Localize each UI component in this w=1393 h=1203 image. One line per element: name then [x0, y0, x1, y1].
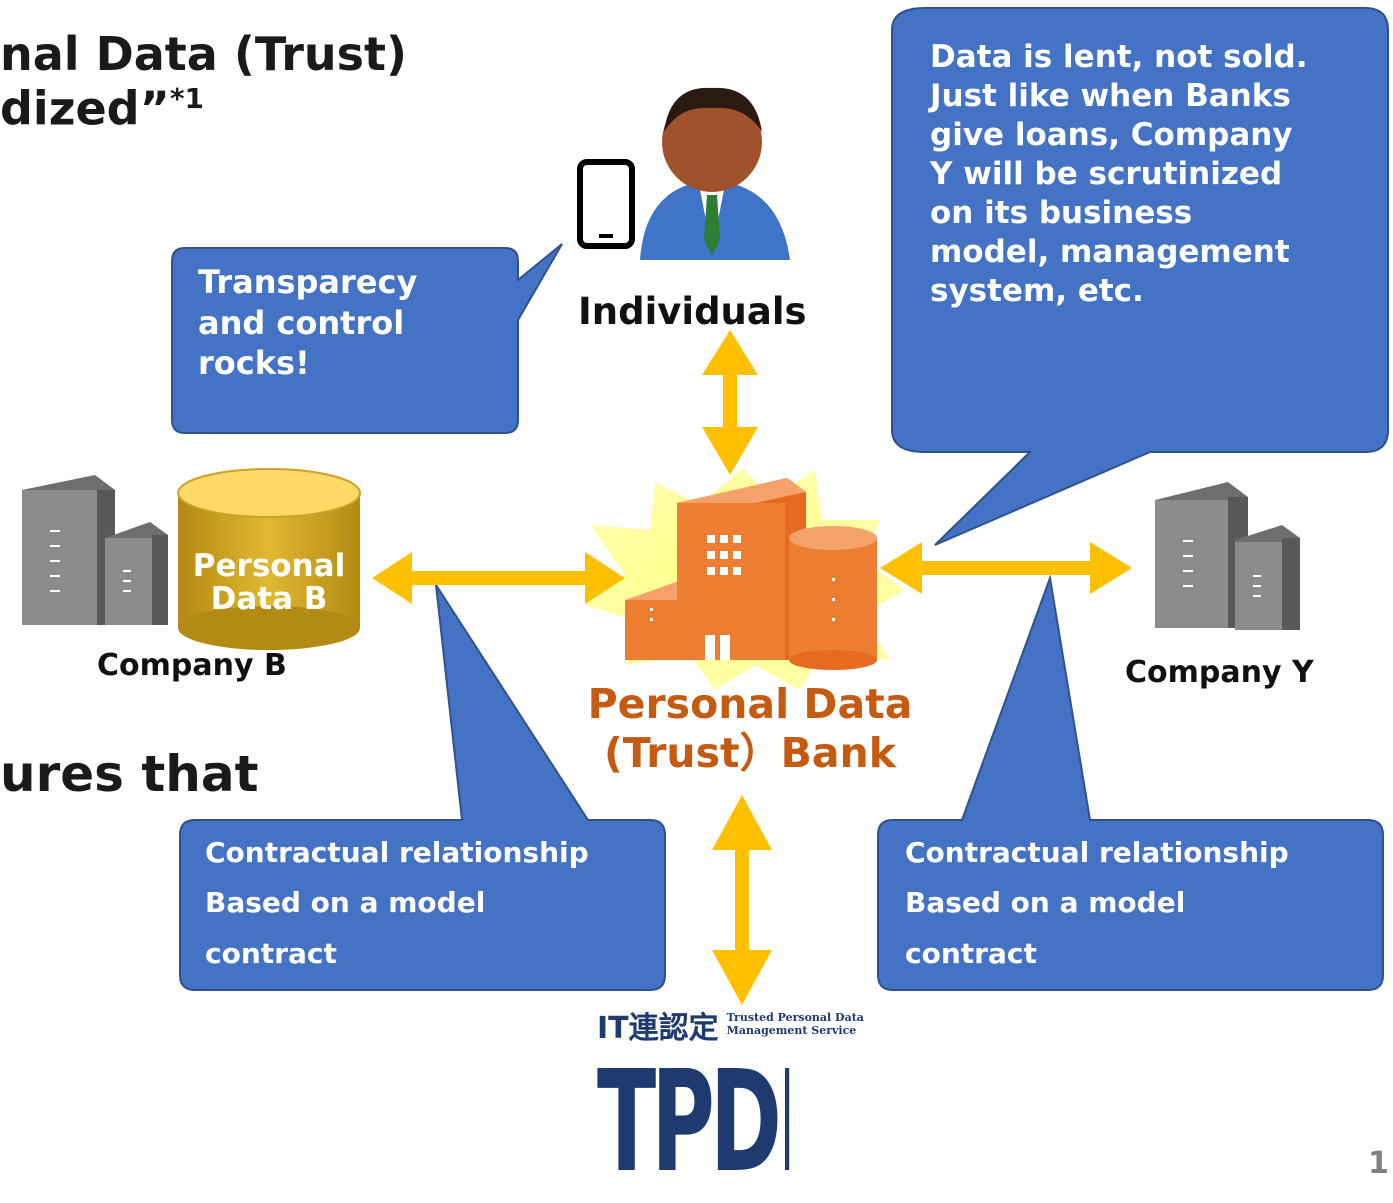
callout-line: contract — [905, 936, 1037, 970]
callout-line: Y will be scrutinized — [930, 156, 1283, 193]
personal-data-b-label: Personal Data B — [178, 550, 360, 615]
partial-heading: ures that — [0, 745, 259, 803]
arrow-bank-seal — [712, 795, 772, 1005]
callout-line: Contractual relationship — [205, 836, 589, 869]
seal-en-line2: Management Service — [726, 1024, 857, 1037]
seal-en-text: Trusted Personal Data Management Service — [727, 1012, 864, 1037]
db-label-line2: Data B — [210, 580, 328, 617]
smartphone-icon — [577, 159, 635, 249]
arrow-bank-company-y — [880, 542, 1132, 594]
transparency-callout-text: Transparecy and control rocks! — [198, 262, 417, 384]
callout-line: model, management — [930, 234, 1290, 271]
tpdms-seal: IT連認定 Trusted Personal Data Management S… — [597, 1003, 907, 1203]
company-b-label: Company B — [97, 648, 287, 683]
transparency-callout — [171, 243, 563, 434]
callout-line: give loans, Company — [930, 117, 1293, 154]
callout-line: Based on a model — [205, 886, 486, 920]
individuals-label: Individuals — [578, 290, 807, 333]
personal-data-b-database-icon — [177, 468, 361, 650]
callout-line: Based on a model — [905, 886, 1186, 920]
contract-left-callout-text: Contractual relationship Based on a mode… — [205, 835, 589, 972]
lent-callout-text: Data is lent, not sold. Just like when B… — [930, 38, 1307, 311]
arrow-company-b-bank — [372, 552, 625, 604]
seal-jp-text: IT連認定 — [597, 1011, 719, 1046]
callout-line: on its business — [930, 195, 1193, 232]
bank-label-line2: (Trust）Bank — [604, 729, 896, 778]
contract-right-callout — [877, 574, 1384, 991]
company-y-building-icon — [1155, 482, 1300, 630]
callout-line: Transparecy — [198, 263, 418, 301]
arrow-individuals-bank — [702, 330, 758, 475]
bank-label-line1: Personal Data — [587, 680, 913, 728]
company-y-label: Company Y — [1125, 655, 1314, 690]
callout-line: and control — [198, 303, 405, 342]
callout-line: Just like when Banks — [930, 78, 1291, 115]
page-number: 1 — [1368, 1146, 1389, 1181]
callout-line: Data is lent, not sold. — [930, 39, 1308, 75]
slide-title-line1: nal Data (Trust) — [0, 27, 408, 81]
callout-line: system, etc. — [930, 273, 1144, 310]
seal-en-line1: Trusted Personal Data — [726, 1011, 864, 1025]
title-footnote-mark: *1 — [169, 82, 204, 115]
seal-header: IT連認定 Trusted Personal Data Management S… — [597, 1003, 907, 1047]
slide-title-line2: dized”*1 — [0, 84, 204, 133]
bank-building-icon — [625, 478, 877, 670]
company-b-building-icon — [22, 475, 168, 625]
contract-right-callout-text: Contractual relationship Based on a mode… — [905, 835, 1289, 972]
arrows — [372, 330, 1132, 1005]
callout-line: rocks! — [198, 344, 310, 383]
bank-label: Personal Data (Trust）Bank — [560, 680, 940, 778]
callout-line: contract — [205, 936, 337, 970]
db-label-line1: Personal — [192, 548, 346, 584]
callout-line: Contractual relationship — [905, 836, 1289, 869]
contract-left-callout — [179, 584, 666, 991]
title-line2-text: dized” — [0, 81, 170, 136]
lent-callout — [891, 7, 1389, 546]
person-icon — [640, 87, 790, 260]
tpdms-logo: TPDMS — [597, 1053, 789, 1203]
